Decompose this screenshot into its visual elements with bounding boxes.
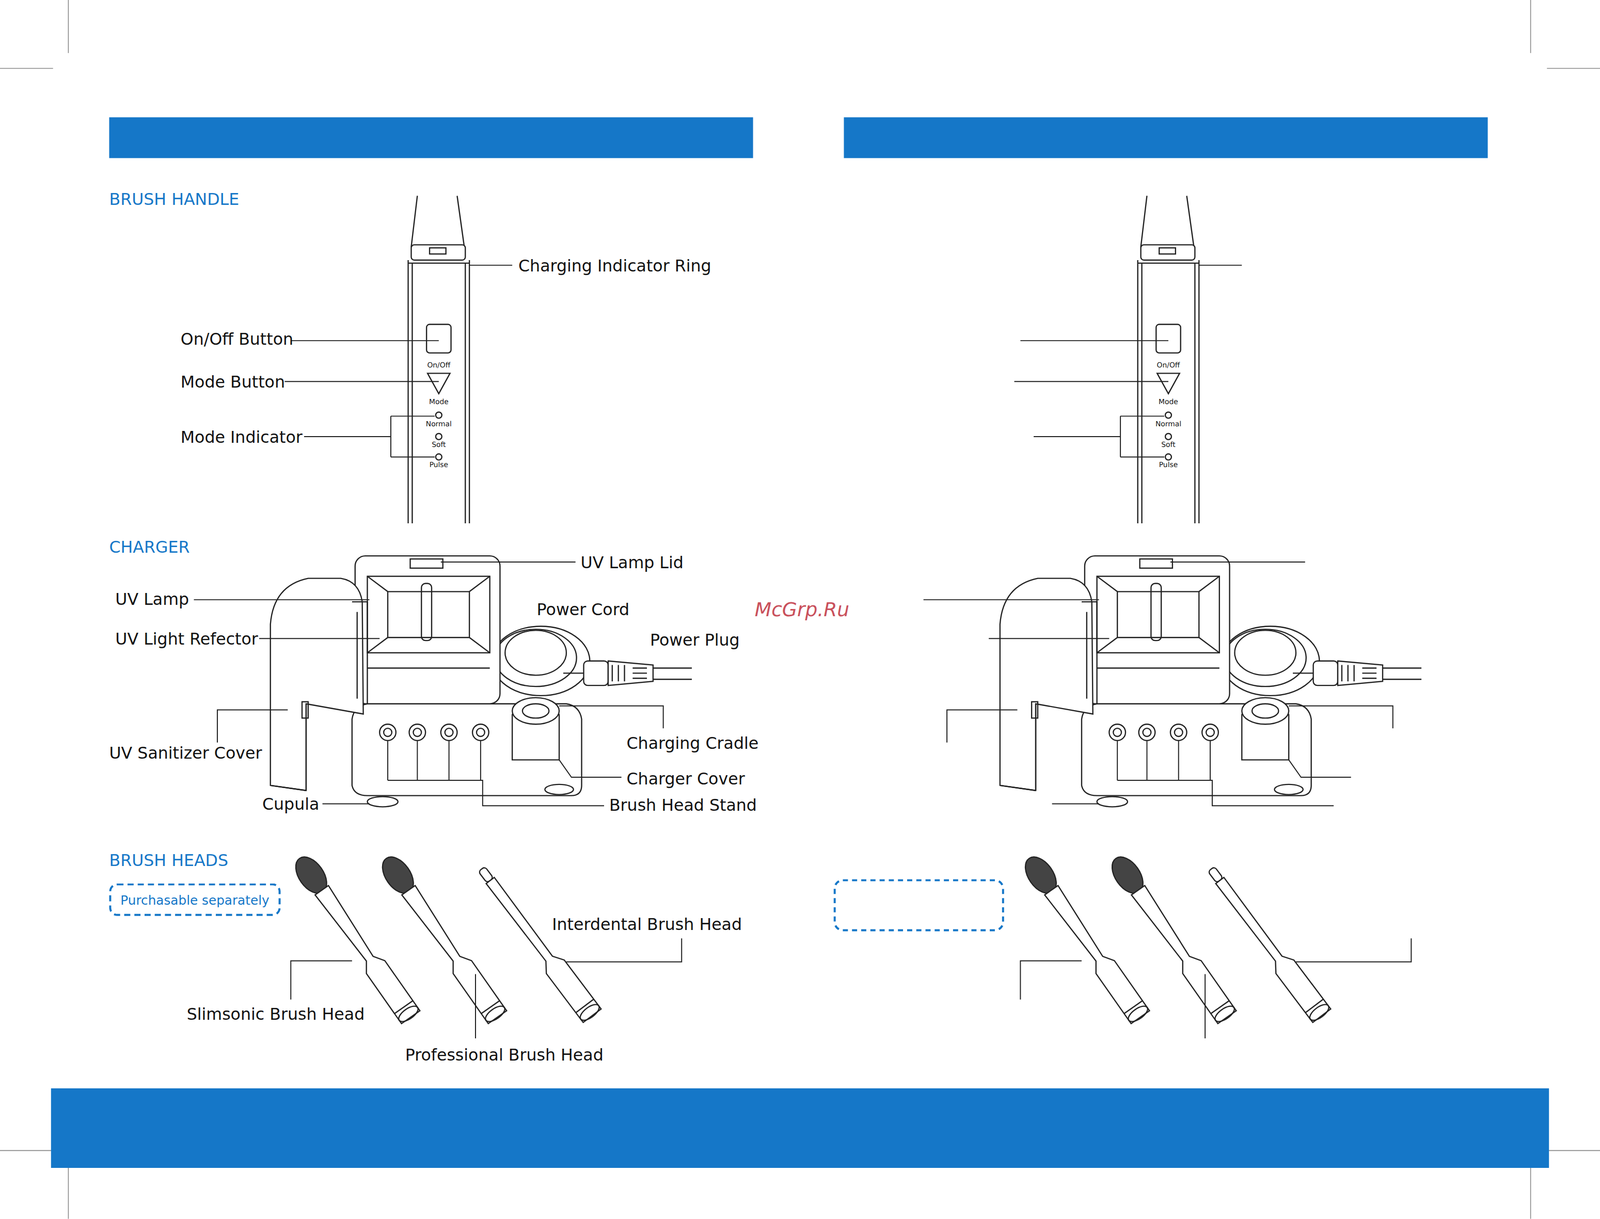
part-label: Interdental Brush Head: [551, 915, 742, 936]
dashed-note-box: Purchasable separately: [108, 883, 281, 917]
part-label: Power Plug: [650, 630, 740, 651]
button-marking: On/Off: [426, 361, 451, 371]
section-heading: BRUSH HANDLE: [108, 189, 240, 210]
button-marking: Soft: [431, 440, 446, 450]
button-marking: Normal: [425, 420, 452, 430]
brush-handle: [408, 195, 470, 524]
button-marking: On/Off: [1157, 361, 1181, 371]
part-label: UV Sanitizer Cover: [108, 743, 262, 764]
part-label: On/Off Button: [180, 329, 294, 350]
leader-lines: [923, 265, 1412, 1039]
watermark: McGrp.Ru: [754, 597, 850, 622]
header-bar: [843, 117, 1488, 158]
part-label: UV Light Refector: [115, 629, 259, 649]
part-label: Brush Head Stand: [609, 796, 757, 816]
section-heading: CHARGER: [108, 537, 190, 558]
part-label: UV Lamp Lid: [580, 552, 684, 573]
part-label: Cupula: [262, 795, 320, 815]
brush-heads: [289, 851, 603, 1026]
part-label: Power Cord: [536, 599, 630, 620]
part-label: Charging Cradle: [626, 733, 759, 754]
button-marking: Soft: [1161, 440, 1176, 450]
footer-bar: [51, 1088, 1549, 1169]
button-marking: Mode: [1158, 398, 1179, 407]
header-bar: [108, 117, 753, 158]
brush-heads: [1019, 851, 1332, 1026]
note-text: Purchasable separately: [120, 892, 269, 908]
part-label: Mode Button: [180, 372, 285, 392]
part-label: Slimsonic Brush Head: [186, 1005, 366, 1025]
button-marking: Normal: [1155, 420, 1182, 430]
section-heading: BRUSH HEADS: [108, 850, 229, 871]
part-label: Mode Indicator: [180, 427, 303, 448]
button-marking: Pulse: [1159, 461, 1178, 470]
button-marking: Pulse: [429, 461, 449, 470]
part-label: Charger Cover: [626, 769, 746, 789]
button-marking: Mode: [429, 398, 449, 407]
part-label: Charging Indicator Ring: [518, 256, 712, 276]
empty-dashed-box: [834, 880, 1004, 931]
brush-handle: [1137, 195, 1200, 524]
part-label: UV Lamp: [115, 589, 189, 610]
part-label: Professional Brush Head: [405, 1046, 604, 1066]
